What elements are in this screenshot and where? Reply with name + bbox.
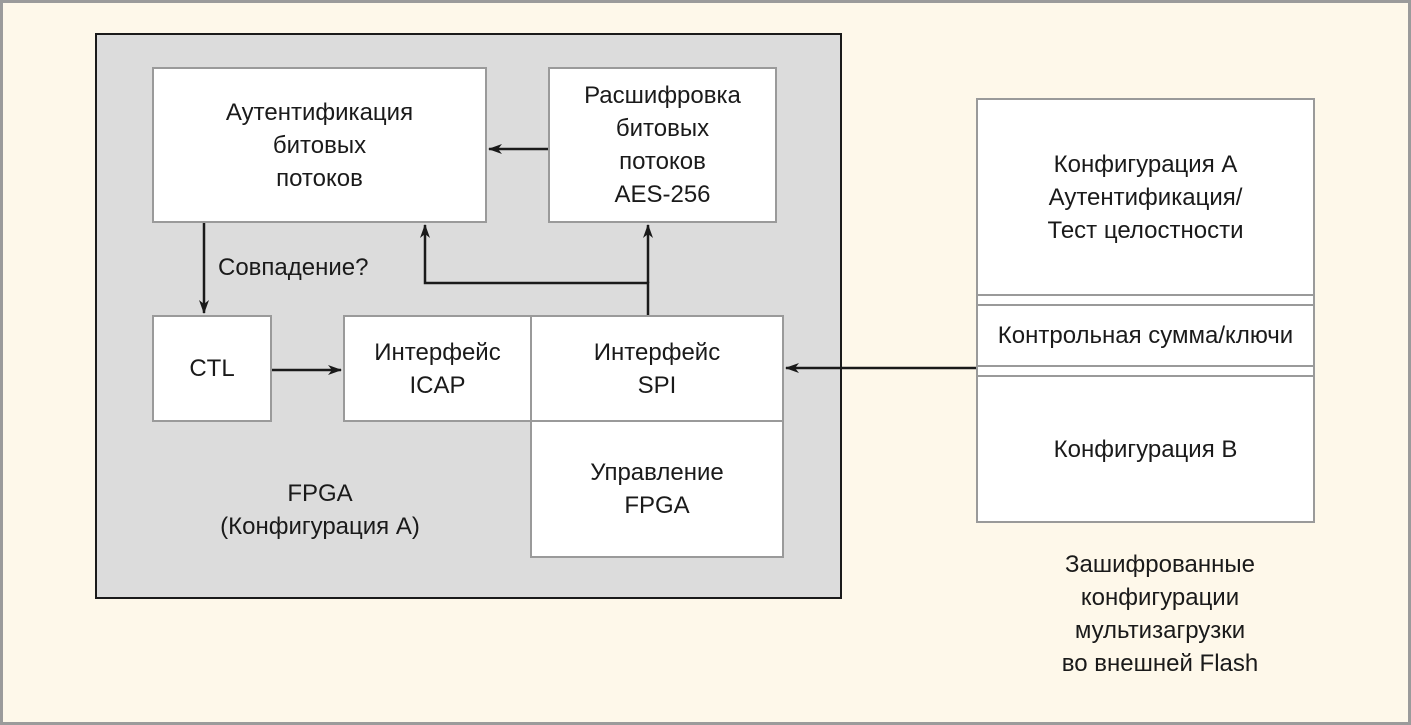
config-a-box: Конфигурация A Аутентификация/ Тест цело… (976, 98, 1315, 296)
bitstream-decryption-box: Расшифровка битовых потоков AES-256 (548, 67, 777, 223)
spi-to-auth-arrow (420, 224, 650, 315)
fpga-caption: FPGA (Конфигурация A) (220, 480, 420, 540)
bitstream-authentication-box: Аутентификация битовых потоков (152, 67, 487, 223)
fpga-control-box: Управление FPGA (530, 420, 784, 558)
match-question-label: Совпадение? (218, 254, 369, 281)
flash-caption: Зашифрованные конфигурации мультизагрузк… (1061, 551, 1259, 677)
config-b-box: Конфигурация B (976, 375, 1315, 523)
icap-interface-box: Интерфейс ICAP (343, 315, 532, 422)
ctl-box: CTL (152, 315, 272, 422)
spi-interface-box: Интерфейс SPI (530, 315, 784, 422)
